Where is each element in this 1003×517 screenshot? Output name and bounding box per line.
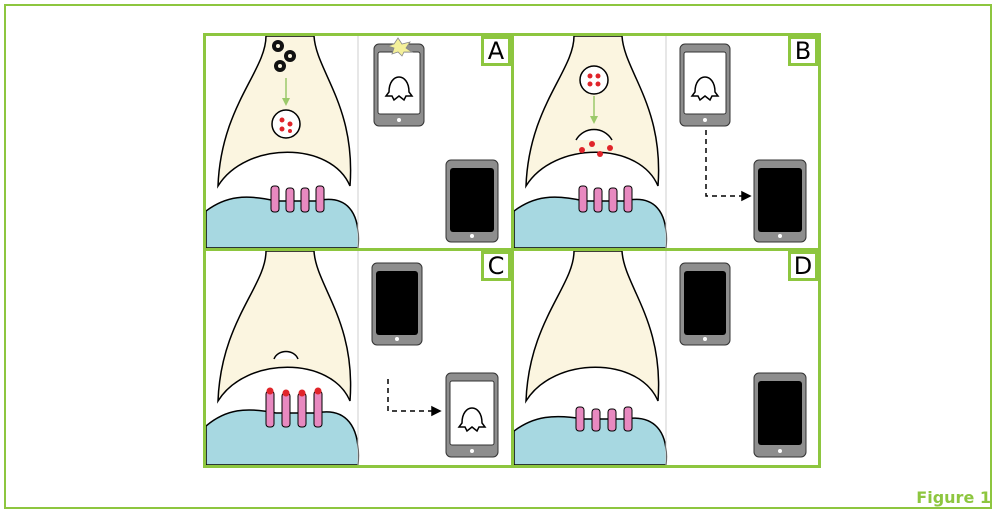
axon-terminal: [217, 251, 352, 404]
panel-c: C: [203, 248, 514, 468]
notification-burst-icon: [386, 37, 414, 57]
receiver-phone: [445, 159, 499, 243]
receptors: [578, 185, 633, 213]
panel-a-diagram: [206, 36, 499, 248]
panel-d: D: [511, 248, 821, 468]
ghost-icon: [690, 76, 720, 102]
dashed-arrow-icon: [705, 130, 752, 202]
dendrite: [514, 196, 668, 248]
panel-c-diagram: [206, 251, 499, 465]
axon-terminal: [525, 251, 660, 404]
panel-a: A: [203, 33, 514, 251]
panel-b-diagram: [514, 36, 807, 248]
vesicle: [271, 109, 301, 139]
released-neurotransmitters: [579, 141, 613, 157]
receptors: [270, 185, 325, 213]
figure-label: Figure 1: [916, 488, 991, 507]
panel-letter-d: D: [788, 251, 818, 281]
gears-icon: [272, 40, 296, 72]
axon-terminal: [525, 36, 660, 189]
dashed-arrow-icon: [387, 379, 442, 417]
receiver-phone: [445, 372, 499, 458]
receptors: [575, 406, 633, 432]
ghost-icon: [457, 407, 487, 433]
panel-b: B: [511, 33, 821, 251]
sender-phone: [371, 262, 423, 346]
bound-neurotransmitters: [266, 387, 322, 397]
dendrite: [206, 196, 360, 248]
receiver-phone: [753, 159, 807, 243]
sender-phone: [373, 37, 425, 127]
sender-phone: [679, 262, 731, 346]
dendrite: [514, 415, 668, 465]
vesicle: [579, 65, 609, 95]
receptors: [265, 390, 323, 428]
panel-letter-b: B: [788, 36, 818, 66]
sender-phone: [679, 43, 731, 127]
panel-letter-c: C: [481, 251, 511, 281]
panel-d-diagram: [514, 251, 807, 465]
receiver-phone: [753, 372, 807, 458]
panel-letter-a: A: [481, 36, 511, 66]
ghost-icon: [384, 76, 414, 102]
